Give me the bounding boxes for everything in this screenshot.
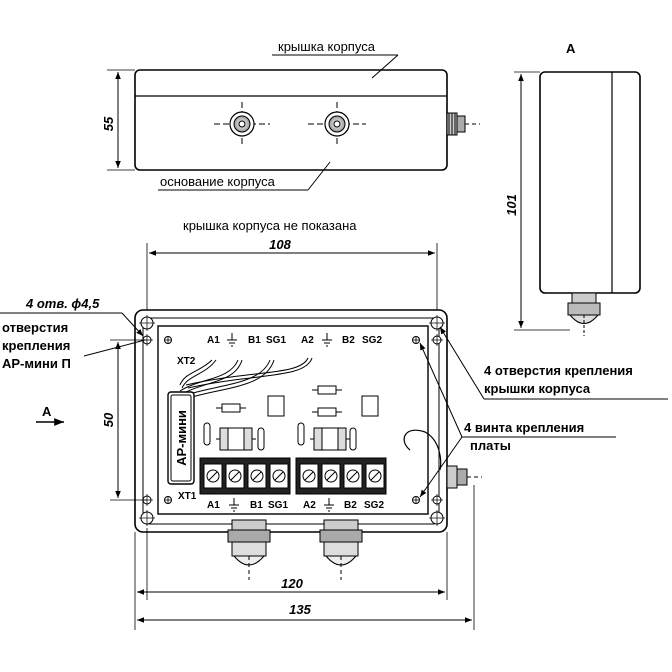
top-terminal-labels: A1 B1 SG1 A2 B2 SG2: [207, 333, 382, 347]
side-view-body: [539, 71, 641, 294]
ap-mount-line1: отверстия: [2, 320, 68, 335]
bot-term-sg1: SG1: [268, 500, 288, 511]
terminal-block-left: [199, 457, 291, 495]
board-screw-tr: [412, 336, 420, 344]
side-view-gland: [567, 292, 601, 336]
top-term-sg1: SG1: [266, 335, 286, 346]
ground-icon: [229, 498, 239, 512]
board-screw-br: [412, 496, 420, 504]
mount-hole-br: [431, 494, 443, 506]
ground-icon: [227, 333, 237, 347]
bottom-gland-right: [319, 519, 363, 580]
main-view: крышка корпуса не показана 108 A1 B1 SG1: [0, 218, 668, 630]
lid-hole-tr: [429, 315, 445, 331]
xt2-label: XT2: [177, 356, 196, 367]
board-screw-bl: [164, 496, 172, 504]
components-left: [203, 395, 285, 451]
view-arrow-letter: A: [42, 404, 52, 419]
bottom-gland-left: [227, 519, 271, 580]
bot-term-b2: B2: [344, 500, 357, 511]
side-view: A 101: [504, 41, 641, 336]
bottom-terminal-labels: A1 B1 SG1 A2 B2 SG2: [207, 498, 384, 512]
ap-mini-module: АР-мини: [167, 391, 195, 485]
xt1-label: XT1: [178, 491, 197, 502]
top-screw-left: [214, 102, 270, 146]
board-screws-line2: платы: [470, 438, 511, 453]
top-term-a2: A2: [301, 335, 314, 346]
side-view-letter: A: [566, 41, 576, 56]
ground-icon: [324, 498, 334, 512]
top-screw-right: [308, 102, 366, 146]
lid-hole-tl: [139, 315, 155, 331]
right-cable-gland: [403, 429, 482, 489]
dim-101: 101: [504, 194, 519, 216]
lid-not-shown-label: крышка корпуса не показана: [183, 218, 357, 233]
lid-holes-line2: крышки корпуса: [484, 381, 591, 396]
dim-55: 55: [101, 116, 116, 131]
mount-hole-tr: [431, 334, 443, 346]
bot-term-b1: B1: [250, 500, 263, 511]
ap-mount-line3: АР-мини П: [2, 356, 71, 371]
lid-hole-br: [429, 510, 445, 526]
circuit-board: [157, 325, 429, 515]
lid-holes-line1: 4 отверстия крепления: [484, 363, 633, 378]
top-view-body: [134, 69, 448, 171]
dim-108: 108: [269, 237, 291, 252]
top-term-sg2: SG2: [362, 335, 382, 346]
terminal-block-right: [295, 457, 387, 495]
bot-term-sg2: SG2: [364, 500, 384, 511]
base-label: основание корпуса: [160, 174, 276, 189]
side-cable-gland: [446, 112, 480, 136]
bot-term-a2: A2: [303, 500, 316, 511]
board-screw-tl: [164, 336, 172, 344]
components-right: [297, 385, 379, 451]
holes-callout: 4 отв. ϕ4,5: [25, 296, 100, 311]
bot-term-a1: A1: [207, 500, 220, 511]
ap-mount-line2: крепления: [2, 338, 70, 353]
dim-50: 50: [101, 412, 116, 427]
top-view: крышка корпуса основание корпуса 55: [101, 39, 480, 191]
dim-135: 135: [289, 602, 311, 617]
top-term-b1: B1: [248, 335, 261, 346]
lid-label: крышка корпуса: [278, 39, 376, 54]
ground-icon: [322, 333, 332, 347]
top-term-b2: B2: [342, 335, 355, 346]
board-screws-line1: 4 винта крепления: [464, 420, 584, 435]
lid-hole-bl: [139, 510, 155, 526]
top-term-a1: A1: [207, 335, 220, 346]
ap-mini-label: АР-мини: [174, 410, 189, 466]
dim-120: 120: [281, 576, 303, 591]
